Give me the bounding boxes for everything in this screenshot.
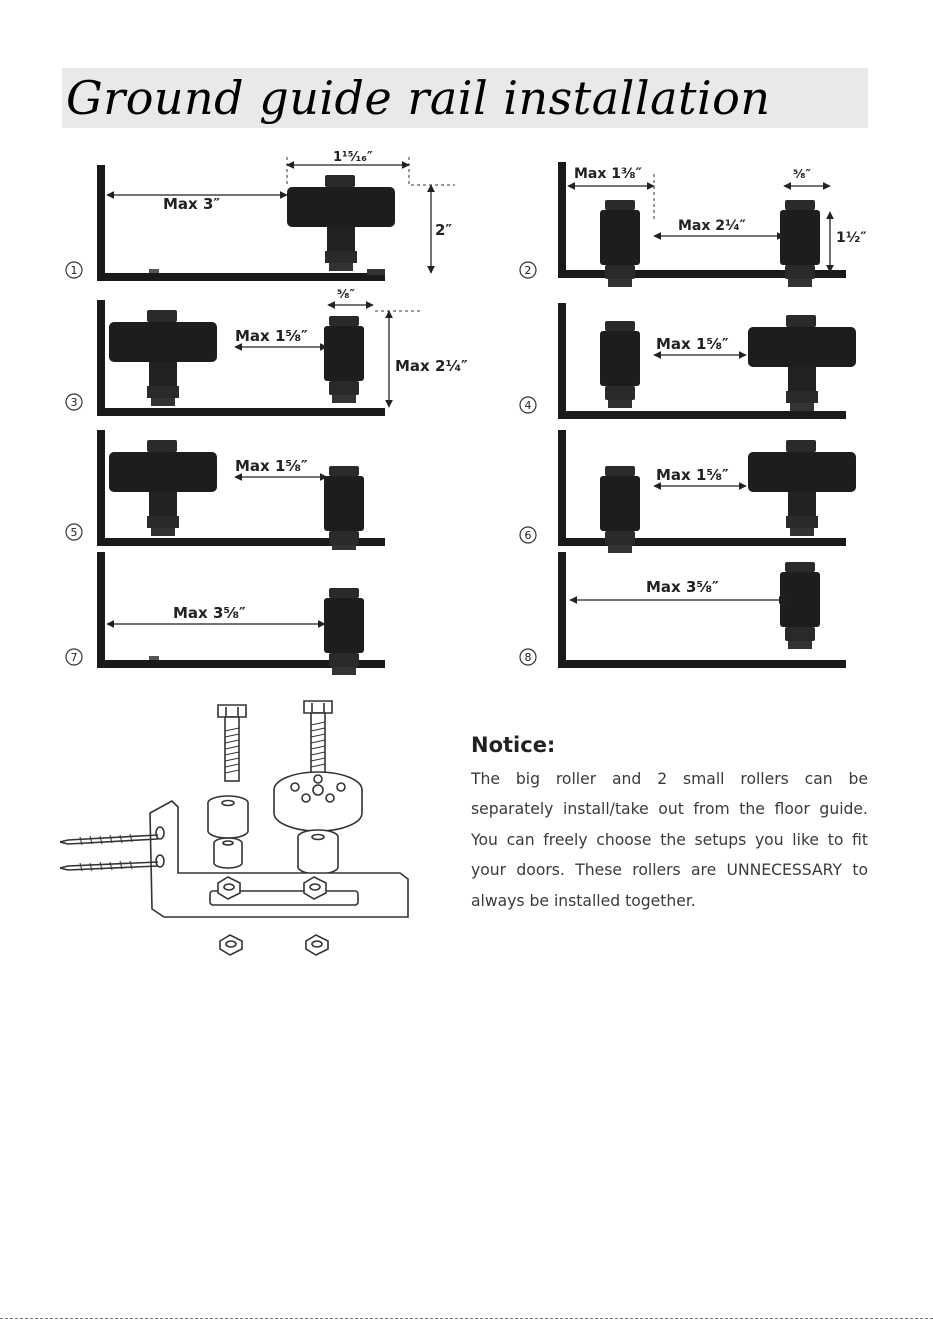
config-number-badge xyxy=(519,396,537,414)
config-7-diagram: Max 3⁵⁄₈″ 7 xyxy=(65,552,385,675)
config-number: 4 xyxy=(525,399,532,412)
config-number: 3 xyxy=(71,396,78,409)
dim-max-gap: Max 1⁵⁄₈″ xyxy=(235,457,308,475)
dim-roller-diameter: 1¹⁵⁄₁₆″ xyxy=(333,150,373,165)
title-bar: Ground guide rail installation xyxy=(62,68,868,128)
notice-body: The big roller and 2 small rollers can b… xyxy=(471,770,868,910)
config-number: 8 xyxy=(525,651,532,664)
dim-height: 1¹⁄₂″ xyxy=(836,230,867,246)
config-3-diagram: Max 1⁵⁄₈″ ⁵⁄₈″ Max 2¹⁄₄″ 3 xyxy=(65,287,468,416)
config-number-badge xyxy=(519,648,537,666)
config-8-diagram: Max 3⁵⁄₈″ 8 xyxy=(519,552,846,668)
dim-height: 2″ xyxy=(435,221,452,239)
config-number-badge xyxy=(65,648,83,666)
config-number: 6 xyxy=(525,529,532,542)
config-5-diagram: Max 1⁵⁄₈″ 5 xyxy=(65,430,385,550)
dim-max-gap: Max 1⁵⁄₈″ xyxy=(656,335,729,353)
config-number: 5 xyxy=(71,526,78,539)
exploded-parts-illustration xyxy=(60,700,409,956)
notice-heading: Notice: xyxy=(471,733,556,757)
dim-max-width: Max 3⁵⁄₈″ xyxy=(173,604,246,622)
dim-max-gap: Max 2¹⁄₄″ xyxy=(678,218,746,234)
config-number: 7 xyxy=(71,651,78,664)
config-6-diagram: Max 1⁵⁄₈″ 6 xyxy=(519,430,856,553)
dim-roller-width: ⁵⁄₈″ xyxy=(337,287,356,301)
config-1-diagram: Max 3″ 1¹⁵⁄₁₆″ 2″ 1 xyxy=(65,150,455,281)
dim-max-width: Max 3⁵⁄₈″ xyxy=(646,578,719,596)
dim-height: Max 2¹⁄₄″ xyxy=(395,357,468,375)
config-2-diagram: Max 1³⁄₈″ ⁵⁄₈″ Max 2¹⁄₄″ 1¹⁄₂″ 2 xyxy=(519,162,867,287)
dim-max-width: Max 3″ xyxy=(163,195,220,213)
page-bottom-rule xyxy=(0,1318,933,1319)
dim-max-gap: Max 1⁵⁄₈″ xyxy=(235,327,308,345)
dim-max-left: Max 1³⁄₈″ xyxy=(574,166,642,182)
config-number: 2 xyxy=(525,264,532,277)
dim-roller-width: ⁵⁄₈″ xyxy=(793,167,812,181)
page-title: Ground guide rail installation xyxy=(66,71,771,125)
config-number: 1 xyxy=(71,264,78,277)
dim-max-gap: Max 1⁵⁄₈″ xyxy=(656,466,729,484)
config-number-badge xyxy=(65,523,83,541)
config-4-diagram: Max 1⁵⁄₈″ 4 xyxy=(519,303,856,419)
config-number-badge xyxy=(65,393,83,411)
config-number-badge xyxy=(519,526,537,544)
config-number-badge xyxy=(519,261,537,279)
config-number-badge xyxy=(65,261,83,279)
